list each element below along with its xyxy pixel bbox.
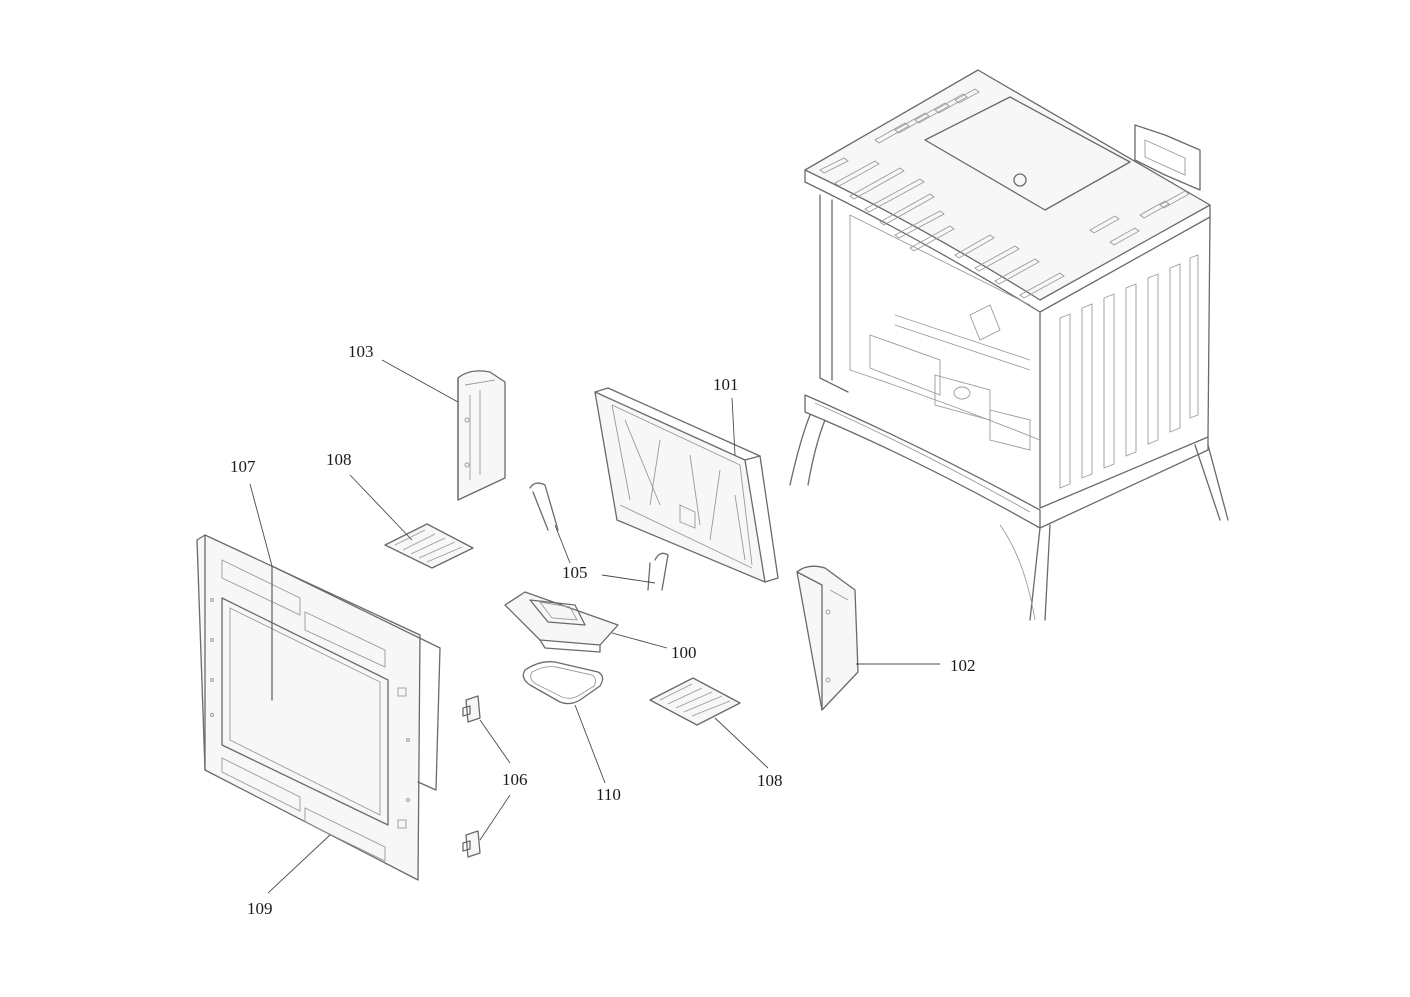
callout-102: 102 xyxy=(950,656,976,675)
part-103-left-brick xyxy=(457,370,506,501)
part-106-hinges xyxy=(462,695,481,858)
leader-107 xyxy=(249,483,273,567)
part-100-burn-pot xyxy=(504,591,619,653)
callout-103: 103 xyxy=(348,342,374,361)
leader-109 xyxy=(267,834,331,894)
stove-body xyxy=(789,69,1229,621)
part-108-grate-upper xyxy=(384,523,474,569)
callout-106: 106 xyxy=(502,770,528,789)
leader-106b xyxy=(479,794,511,841)
leader-103 xyxy=(381,359,459,403)
leader-108b xyxy=(714,717,769,769)
leader-108a xyxy=(349,474,413,541)
leader-110 xyxy=(574,704,606,784)
leader-lines xyxy=(249,359,940,894)
part-110-gasket xyxy=(522,661,604,705)
callout-110: 110 xyxy=(596,785,621,804)
part-101-rear-brick xyxy=(594,387,779,583)
callout-109: 109 xyxy=(247,899,273,918)
part-109-door-frame xyxy=(196,534,421,881)
part-105-clips xyxy=(529,482,669,591)
leader-105b xyxy=(601,574,656,584)
callout-107: 107 xyxy=(230,457,256,476)
callout-101: 101 xyxy=(713,375,739,394)
callout-labels: 103 101 107 108 105 100 102 106 110 108 … xyxy=(230,342,976,918)
callout-100: 100 xyxy=(671,643,697,662)
callout-105: 105 xyxy=(562,563,588,582)
part-102-right-brick xyxy=(796,565,859,711)
leader-101 xyxy=(731,397,736,456)
leader-105 xyxy=(554,524,571,564)
part-108-grate-lower xyxy=(649,677,741,726)
callout-108-lower: 108 xyxy=(757,771,783,790)
leader-106a xyxy=(479,719,511,764)
part-107-glass-panel xyxy=(271,565,441,791)
leader-100 xyxy=(611,632,668,649)
callout-108-upper: 108 xyxy=(326,450,352,469)
